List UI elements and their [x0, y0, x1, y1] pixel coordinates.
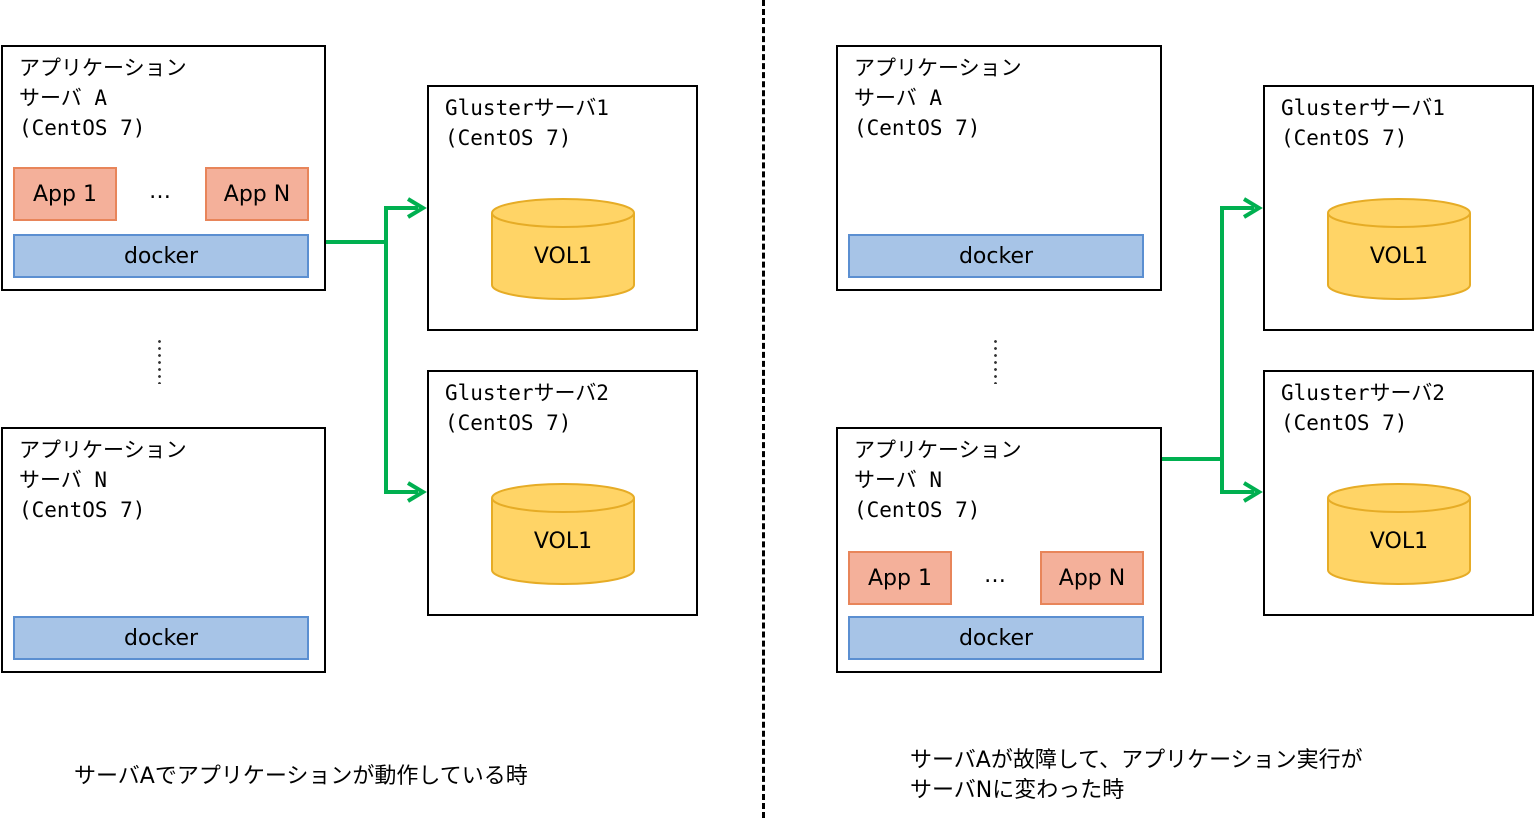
right-caption-line-2: サーバNに変わった時	[910, 778, 1125, 803]
volume-label: VOL1	[1370, 244, 1428, 269]
volume-cylinder: VOL1	[491, 483, 635, 585]
server-title: アプリケーション サーバ N (CentOS 7)	[854, 438, 1022, 522]
scenario-divider	[762, 0, 765, 818]
right-app-server-n: アプリケーション サーバ N (CentOS 7) App 1 … App N …	[836, 427, 1162, 673]
servers-vertical-ellipsis	[994, 338, 997, 384]
right-connector-to-gluster-1	[1220, 206, 1254, 459]
docker-block: docker	[848, 616, 1144, 660]
arrowhead-icon	[1242, 197, 1263, 219]
right-caption-line-1: サーバAが故障して、アプリケーション実行が	[910, 748, 1363, 773]
gluster-title: Glusterサーバ2 (CentOS 7)	[1281, 381, 1445, 435]
right-caption: サーバAが故障して、アプリケーション実行が サーバNに変わった時	[910, 746, 1363, 806]
arrowhead-icon	[1242, 481, 1263, 503]
gluster-title: Glusterサーバ1 (CentOS 7)	[445, 96, 609, 150]
left-connector-to-gluster-2	[384, 242, 418, 494]
app-1-block: App 1	[13, 167, 117, 221]
arrowhead-icon	[406, 197, 427, 219]
server-title: アプリケーション サーバ A (CentOS 7)	[19, 56, 187, 140]
docker-block: docker	[848, 234, 1144, 278]
volume-cylinder: VOL1	[491, 198, 635, 300]
volume-label: VOL1	[534, 529, 592, 554]
app-n-block: App N	[1040, 551, 1144, 605]
docker-block: docker	[13, 616, 309, 660]
right-app-server-a: アプリケーション サーバ A (CentOS 7) docker	[836, 45, 1162, 291]
docker-block: docker	[13, 234, 309, 278]
left-gluster-server-1: Glusterサーバ1 (CentOS 7) VOL1	[427, 85, 698, 331]
app-1-block: App 1	[848, 551, 952, 605]
apps-ellipsis: …	[984, 563, 1007, 588]
left-app-server-a: アプリケーション サーバ A (CentOS 7) App 1 … App N …	[1, 45, 326, 291]
server-title: アプリケーション サーバ A (CentOS 7)	[854, 56, 1022, 140]
left-caption: サーバAでアプリケーションが動作している時	[74, 764, 528, 789]
left-connector-to-gluster-1	[384, 206, 418, 242]
arrowhead-icon	[406, 481, 427, 503]
servers-vertical-ellipsis	[158, 338, 161, 384]
right-connector-to-gluster-2	[1220, 459, 1254, 494]
left-app-server-n: アプリケーション サーバ N (CentOS 7) docker	[1, 427, 326, 673]
volume-cylinder: VOL1	[1327, 483, 1471, 585]
apps-ellipsis: …	[149, 179, 172, 204]
right-gluster-server-2: Glusterサーバ2 (CentOS 7) VOL1	[1263, 370, 1534, 616]
app-n-block: App N	[205, 167, 309, 221]
left-gluster-server-2: Glusterサーバ2 (CentOS 7) VOL1	[427, 370, 698, 616]
volume-label: VOL1	[534, 244, 592, 269]
gluster-title: Glusterサーバ2 (CentOS 7)	[445, 381, 609, 435]
gluster-title: Glusterサーバ1 (CentOS 7)	[1281, 96, 1445, 150]
right-gluster-server-1: Glusterサーバ1 (CentOS 7) VOL1	[1263, 85, 1534, 331]
volume-label: VOL1	[1370, 529, 1428, 554]
volume-cylinder: VOL1	[1327, 198, 1471, 300]
server-title: アプリケーション サーバ N (CentOS 7)	[19, 438, 187, 522]
